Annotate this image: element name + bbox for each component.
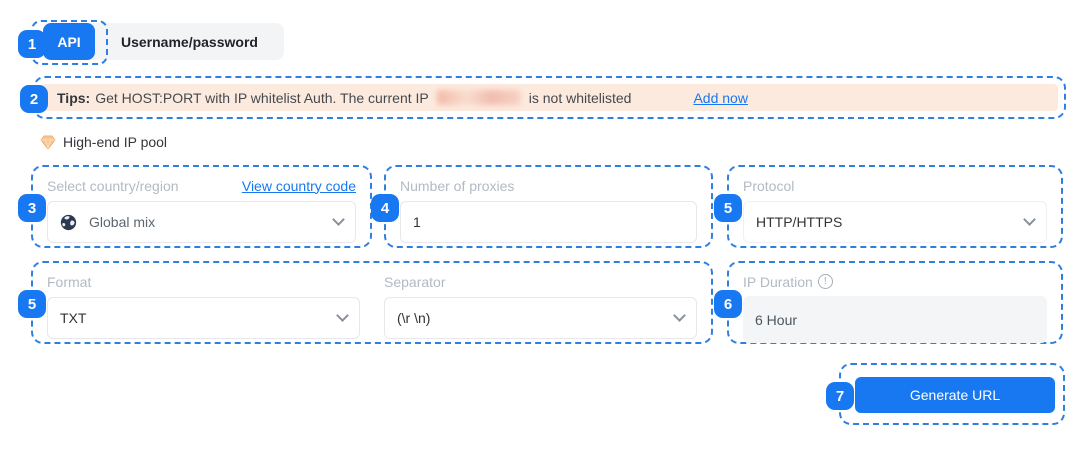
tips-prefix: Tips: <box>57 89 91 106</box>
whitelist-tips-banner: Tips: Get HOST:PORT with IP whitelist Au… <box>41 84 1058 111</box>
annotation-box-4: 4 Number of proxies 1 <box>371 165 713 248</box>
chevron-down-icon <box>336 309 349 322</box>
separator-select-value: (\r \n) <box>397 310 431 326</box>
annotation-box-2: 2 Tips: Get HOST:PORT with IP whitelist … <box>20 76 1066 119</box>
annotation-box-6: 6 IP Duration ! 6 Hour <box>714 261 1063 344</box>
country-field: Select country/region View country code … <box>33 167 370 246</box>
pool-heading-label: High-end IP pool <box>63 134 168 150</box>
ip-duration-value: 6 Hour <box>755 311 798 328</box>
ip-duration-label: IP Duration ! <box>743 274 833 290</box>
format-select-value: TXT <box>60 310 87 326</box>
separator-label: Separator <box>384 273 446 290</box>
generate-url-button[interactable]: Generate URL <box>855 377 1055 413</box>
protocol-select-value: HTTP/HTTPS <box>756 214 843 230</box>
chevron-down-icon <box>332 213 345 226</box>
ip-duration-value-box: 6 Hour <box>743 296 1047 343</box>
step-badge-4: 4 <box>371 194 399 222</box>
add-now-link[interactable]: Add now <box>693 89 748 106</box>
globe-icon <box>60 214 77 231</box>
chevron-down-icon <box>673 309 686 322</box>
format-select[interactable]: TXT <box>47 297 360 339</box>
annotation-box-5b: 5 Format TXT Separator (\r \n) <box>18 261 713 344</box>
country-field-label: Select country/region <box>47 177 179 194</box>
pool-heading: High-end IP pool <box>40 134 167 150</box>
format-field: Format TXT <box>47 273 360 339</box>
format-separator-fields: Format TXT Separator (\r \n) <box>33 263 711 342</box>
info-icon[interactable]: ! <box>817 274 833 289</box>
tips-text-before-ip: Get HOST:PORT with IP whitelist Auth. Th… <box>95 89 429 106</box>
redacted-ip <box>436 90 521 105</box>
separator-field: Separator (\r \n) <box>384 273 697 339</box>
country-select-value: Global mix <box>89 214 156 230</box>
step-badge-1: 1 <box>18 30 46 58</box>
tab-username-password[interactable]: Username/password <box>121 33 258 50</box>
protocol-select[interactable]: HTTP/HTTPS <box>743 201 1047 243</box>
protocol-label: Protocol <box>743 177 795 194</box>
step-badge-5b: 5 <box>18 290 46 318</box>
auth-mode-tabs: API Username/password <box>43 23 284 60</box>
proxy-count-input[interactable]: 1 <box>400 201 697 243</box>
tab-api[interactable]: API <box>43 23 95 60</box>
annotation-box-7: 7 Generate URL <box>826 363 1065 425</box>
annotation-box-3: 3 Select country/region View country cod… <box>18 165 372 248</box>
protocol-field: Protocol HTTP/HTTPS <box>729 167 1061 246</box>
step-badge-6: 6 <box>714 290 742 318</box>
chevron-down-icon <box>1023 213 1036 226</box>
view-country-code-link[interactable]: View country code <box>241 177 356 194</box>
step-badge-7: 7 <box>826 382 854 410</box>
step-badge-5a: 5 <box>714 194 742 222</box>
proxy-count-label: Number of proxies <box>400 177 515 194</box>
ip-duration-field: IP Duration ! 6 Hour <box>729 263 1061 343</box>
proxy-count-value: 1 <box>413 214 421 230</box>
tips-text-after-ip: is not whitelisted <box>528 89 632 106</box>
step-badge-3: 3 <box>18 194 46 222</box>
format-label: Format <box>47 273 92 290</box>
gem-icon <box>40 135 56 150</box>
step-badge-2: 2 <box>20 85 48 113</box>
annotation-box-5a: 5 Protocol HTTP/HTTPS <box>714 165 1063 248</box>
annotation-box-1: 1 <box>18 20 108 65</box>
proxy-count-field: Number of proxies 1 <box>386 167 711 246</box>
separator-select[interactable]: (\r \n) <box>384 297 697 339</box>
country-select[interactable]: Global mix <box>47 201 356 243</box>
